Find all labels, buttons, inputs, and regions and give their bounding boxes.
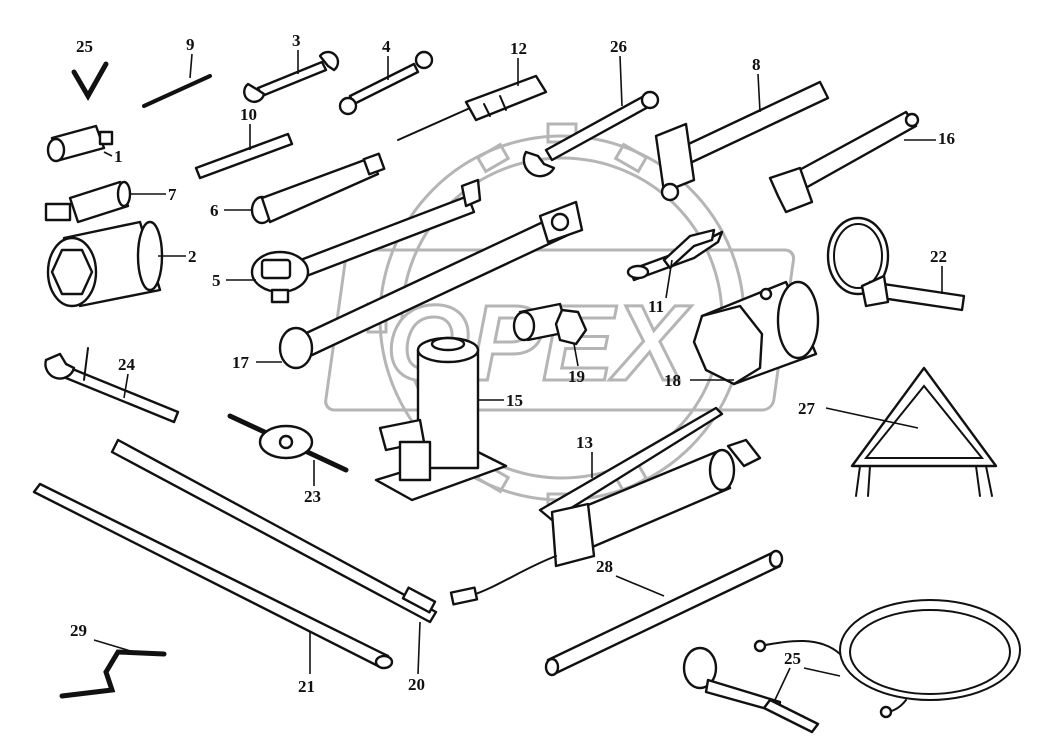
callout-2: 2 <box>188 247 197 266</box>
callout-25-top: 25 <box>76 37 93 56</box>
pin-punch-icon <box>142 74 212 108</box>
callout-12: 12 <box>510 39 527 58</box>
filter-wrench-icon <box>826 216 966 312</box>
adjustable-wrench-icon <box>768 110 920 214</box>
callout-25-bottom: 25 <box>784 649 801 668</box>
hex-key-icon <box>71 61 109 102</box>
callout-26: 26 <box>610 37 627 56</box>
jack-handle-icon <box>32 482 394 670</box>
offset-ring-wrench-icon <box>338 50 434 116</box>
callout-18: 18 <box>664 371 681 390</box>
callout-28: 28 <box>596 557 613 576</box>
callout-5: 5 <box>212 271 221 290</box>
callout-24: 24 <box>118 355 136 374</box>
callout-17: 17 <box>232 353 250 372</box>
tire-inflator-hose-icon <box>682 599 1021 734</box>
socket-extension-icon <box>250 152 386 225</box>
universal-joint-icon <box>44 180 132 224</box>
combination-wrench-icon <box>522 90 660 178</box>
crank-handle-icon <box>59 649 167 699</box>
callout-20: 20 <box>408 675 425 694</box>
callout-19: 19 <box>568 367 585 386</box>
callout-1: 1 <box>114 147 123 166</box>
callout-6: 6 <box>210 201 219 220</box>
callout-21: 21 <box>298 677 315 696</box>
callout-29: 29 <box>70 621 87 640</box>
large-socket-icon <box>46 220 164 308</box>
hex-socket-icon <box>692 280 820 386</box>
tommy-bar-icon <box>544 549 784 677</box>
valve-tool-icon <box>227 413 349 473</box>
screwdriver-icon <box>397 74 548 141</box>
pliers-icon <box>626 228 724 282</box>
warning-triangle-icon <box>850 366 998 497</box>
callout-22: 22 <box>930 247 947 266</box>
callout-27: 27 <box>798 399 816 418</box>
callout-4: 4 <box>382 37 391 56</box>
callout-13: 13 <box>576 433 593 452</box>
callout-15: 15 <box>506 391 523 410</box>
wheel-nut-wrench-icon <box>278 200 584 370</box>
grease-gun-icon <box>449 406 762 606</box>
callout-8: 8 <box>752 55 761 74</box>
socket-icon <box>512 302 588 346</box>
drift-icon <box>194 132 294 180</box>
callout-9: 9 <box>186 35 195 54</box>
callout-3: 3 <box>292 31 301 50</box>
hammer-icon <box>654 80 830 202</box>
callout-10: 10 <box>240 105 257 124</box>
tire-lever-icon <box>110 438 438 624</box>
open-end-wrench-icon <box>243 50 340 103</box>
spanner-key-icon <box>44 347 180 424</box>
callout-23: 23 <box>304 487 321 506</box>
socket-adapter-icon <box>46 124 114 163</box>
hydraulic-jack-icon <box>374 336 508 502</box>
ratchet-handle-icon <box>250 178 482 304</box>
callout-11: 11 <box>648 297 664 316</box>
callout-7: 7 <box>168 185 177 204</box>
callout-16: 16 <box>938 129 955 148</box>
